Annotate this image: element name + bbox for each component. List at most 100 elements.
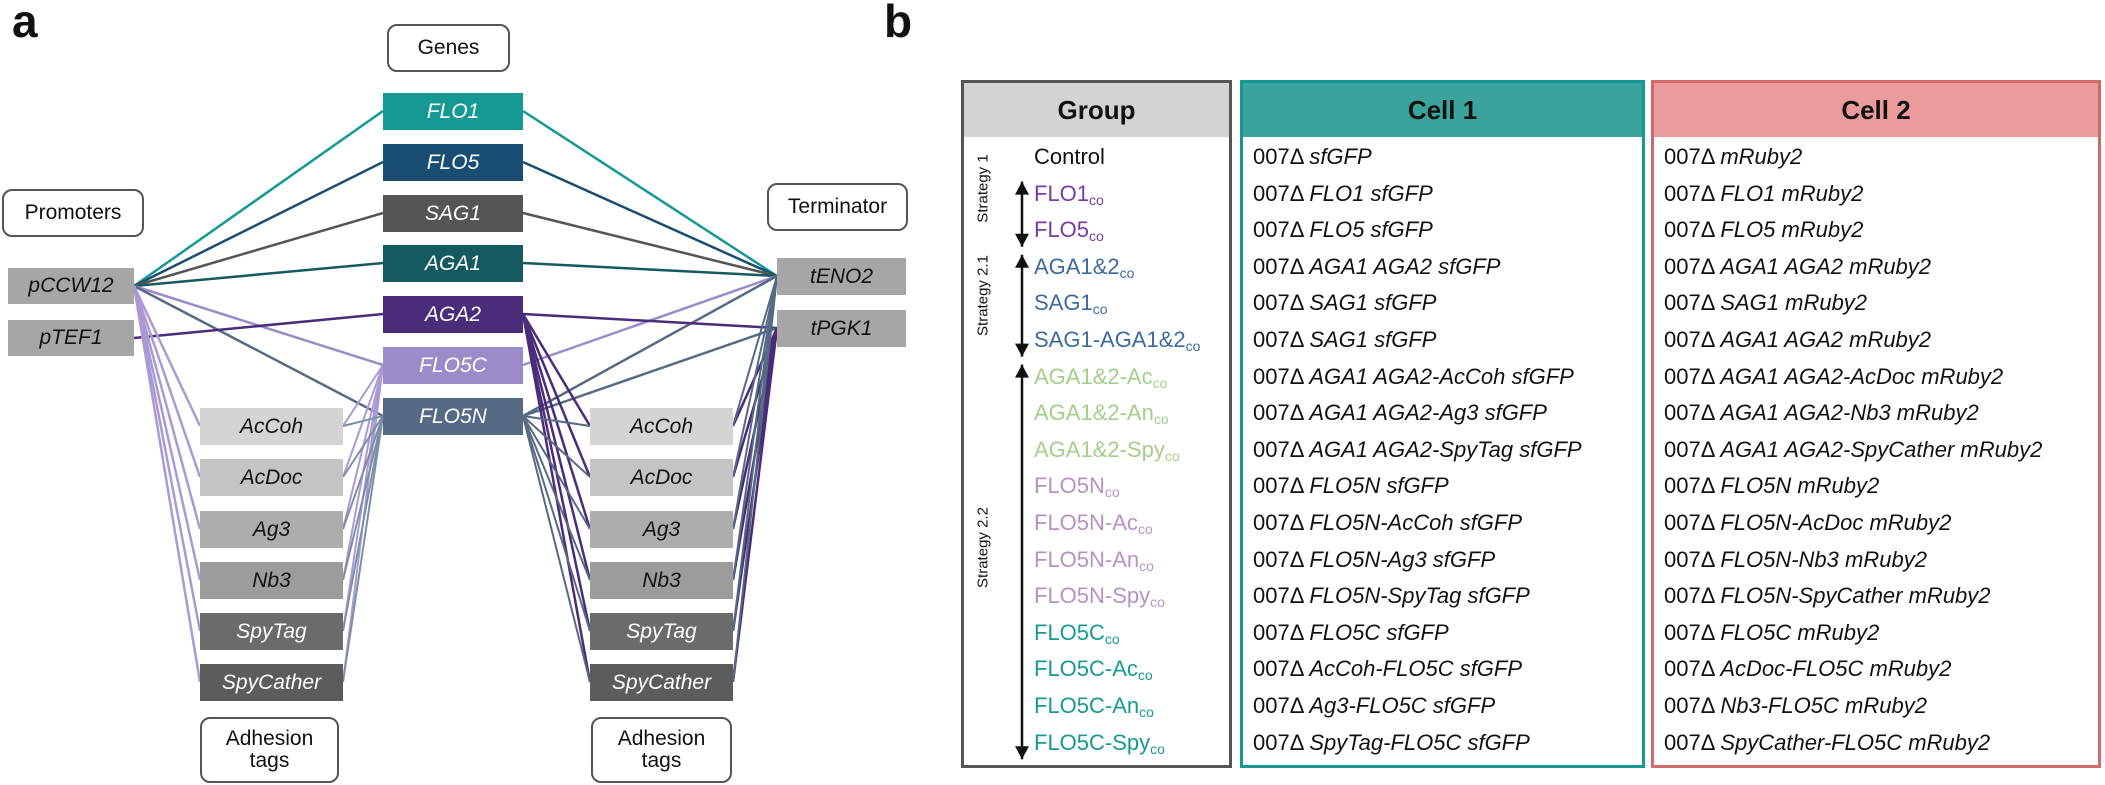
- tag-terminator-line: [732, 275, 778, 427]
- strain-prefix: 007Δ: [1664, 436, 1721, 462]
- group-cell: Control: [1034, 141, 1105, 173]
- cell2-strain: 007Δ mRuby2: [1664, 141, 1802, 173]
- panel-a-label: a: [12, 0, 38, 47]
- strain-prefix: 007Δ: [1664, 729, 1721, 755]
- gene-flo5: FLO5: [383, 144, 523, 181]
- group-cell: FLO5Nco: [1034, 470, 1120, 502]
- tag-right-nb3: Nb3: [590, 562, 733, 599]
- tag-left-spycather: SpyCather: [200, 664, 343, 701]
- gene-aga1: AGA1: [383, 245, 523, 282]
- strategy-arrows: [1015, 181, 1029, 760]
- panel-b-label: b: [884, 0, 913, 47]
- strain-prefix: 007Δ: [1664, 656, 1721, 682]
- gene-terminator-line: [522, 274, 778, 418]
- cell1-strain: 007Δ FLO1 sfGFP: [1253, 178, 1433, 210]
- gene-tag-line: [522, 415, 591, 581]
- group-name: FLO1: [1034, 180, 1090, 206]
- cell2-strain: 007Δ FLO5N mRuby2: [1664, 470, 1879, 502]
- group-name: FLO5N: [1034, 473, 1105, 499]
- strain-genotype: SpyTag-FLO5C sfGFP: [1309, 729, 1530, 755]
- genes-callout: Genes: [387, 24, 510, 72]
- strain-genotype: sfGFP: [1309, 144, 1372, 169]
- terminator-callout: Terminator: [767, 183, 908, 231]
- cell1-strain: 007Δ Ag3-FLO5C sfGFP: [1253, 690, 1495, 722]
- group-name: FLO5C: [1034, 619, 1105, 645]
- strain-prefix: 007Δ: [1253, 290, 1310, 316]
- strain-prefix: 007Δ: [1253, 253, 1310, 279]
- group-subscript: co: [1104, 484, 1120, 501]
- strategy-arrowhead: [1015, 233, 1029, 247]
- cell2-strain: 007Δ Nb3-FLO5C mRuby2: [1664, 690, 1927, 722]
- adhesion-callout-line: Adhesion: [225, 726, 314, 750]
- tag-terminator-line: [732, 275, 778, 530]
- gene-terminator-line: [522, 326, 778, 418]
- strategy-arrowhead: [1015, 746, 1029, 760]
- strain-prefix: 007Δ: [1253, 729, 1310, 755]
- group-subscript: co: [1089, 191, 1104, 208]
- cell1-strain: 007Δ AcCoh-FLO5C sfGFP: [1253, 653, 1522, 685]
- strain-genotype: AcDoc-FLO5C mRuby2: [1720, 656, 1952, 682]
- strain-prefix: 007Δ: [1253, 144, 1310, 169]
- group-subscript: co: [1104, 630, 1120, 647]
- cell2-strain: 007Δ FLO5C mRuby2: [1664, 617, 1879, 649]
- cell1-strain: 007Δ FLO5 sfGFP: [1253, 214, 1433, 246]
- group-cell: AGA1&2-Spyco: [1034, 434, 1180, 466]
- group-subscript: co: [1153, 411, 1169, 428]
- strain-genotype: FLO5N-Nb3 mRuby2: [1720, 546, 1927, 572]
- group-name: FLO5: [1034, 217, 1090, 243]
- gene-tag-line: [522, 415, 591, 683]
- promoter-tag-line: [132, 285, 202, 427]
- strain-prefix: 007Δ: [1664, 217, 1721, 243]
- strain-genotype: AGA1 AGA2-SpyTag sfGFP: [1309, 436, 1582, 462]
- tag-left-ag3: Ag3: [200, 511, 343, 548]
- cell1-strain: 007Δ FLO5C sfGFP: [1253, 617, 1449, 649]
- group-name: Control: [1034, 144, 1105, 169]
- tag-gene-line: [342, 415, 384, 683]
- strategy-2-1-label: Strategy 2.1: [974, 255, 992, 336]
- group-name: SAG1: [1034, 290, 1093, 316]
- cell2-header: Cell 2: [1654, 83, 2098, 137]
- strain-genotype: AGA1 AGA2 mRuby2: [1720, 327, 1932, 352]
- strain-genotype: FLO1 sfGFP: [1309, 180, 1433, 206]
- group-name: AGA1&2-Ac: [1034, 363, 1153, 389]
- strain-prefix: 007Δ: [1253, 473, 1310, 499]
- cell1-strain: 007Δ FLO5N-AcCoh sfGFP: [1253, 507, 1522, 539]
- strain-genotype: SAG1 sfGFP: [1309, 290, 1437, 316]
- strain-genotype: AGA1 AGA2-Nb3 mRuby2: [1720, 400, 1979, 426]
- group-name: FLO5C-An: [1034, 693, 1140, 718]
- group-subscript: co: [1137, 667, 1153, 684]
- promoter-tag-line: [132, 285, 202, 683]
- group-cell: SAG1co: [1034, 287, 1108, 319]
- strain-genotype: Ag3-FLO5C sfGFP: [1309, 693, 1496, 718]
- tag-terminator-line: [732, 275, 778, 683]
- tag-left-nb3: Nb3: [200, 562, 343, 599]
- group-cell: FLO5co: [1034, 214, 1104, 246]
- tag-terminator-line: [732, 275, 778, 478]
- strategy-arrowhead: [1015, 364, 1029, 378]
- group-subscript: co: [1089, 228, 1104, 245]
- strategy-arrowhead: [1015, 254, 1029, 268]
- strain-genotype: FLO5 sfGFP: [1309, 217, 1433, 243]
- gene-flo1: FLO1: [383, 93, 523, 130]
- gene-tag-line: [522, 415, 591, 632]
- promoter-tag-line: [132, 285, 202, 530]
- cell1-strain: 007Δ AGA1 AGA2-SpyTag sfGFP: [1253, 434, 1582, 466]
- strain-prefix: 007Δ: [1253, 363, 1310, 389]
- promoters-callout: Promoters: [2, 189, 144, 237]
- strain-genotype: FLO5C mRuby2: [1720, 619, 1880, 645]
- strain-prefix: 007Δ: [1664, 327, 1721, 352]
- group-name: FLO5N-Ac: [1034, 510, 1138, 535]
- tag-gene-line: [342, 415, 384, 427]
- cell2-strain: 007Δ FLO5 mRuby2: [1664, 214, 1863, 246]
- strain-genotype: FLO5N-SpyTag sfGFP: [1309, 583, 1530, 609]
- strain-genotype: FLO5N mRuby2: [1720, 473, 1880, 499]
- gene-terminator-line: [522, 261, 778, 278]
- group-name: FLO5C-Spy: [1034, 729, 1151, 755]
- strain-genotype: AGA1 AGA2-SpyCather mRuby2: [1720, 436, 2043, 462]
- strain-genotype: SpyCather-FLO5C mRuby2: [1720, 729, 1991, 755]
- strain-prefix: 007Δ: [1253, 400, 1310, 426]
- group-name: FLO5N-Spy: [1034, 583, 1151, 609]
